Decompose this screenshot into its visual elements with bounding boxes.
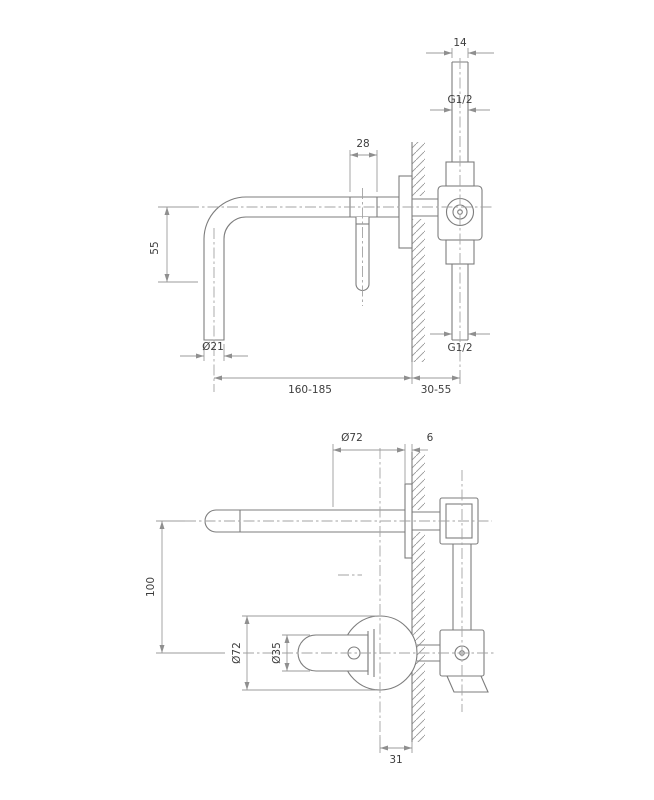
plan-view-dimensions: [156, 444, 428, 753]
plan-view: Ø72 6 100 Ø72 Ø35 31: [145, 432, 496, 766]
dim-label-handle-offset: 31: [389, 754, 402, 766]
dim-label-spout-reach: 160-185: [288, 384, 332, 396]
dim-label-rosette-diameter-side: Ø72: [231, 642, 243, 664]
wall-section: [411, 142, 425, 362]
dim-label-thread-top: G1/2: [447, 94, 472, 106]
plan-view-centerlines: [185, 448, 496, 737]
dim-label-spout-diameter: Ø21: [202, 341, 224, 353]
dim-label-rosette-diameter-top: Ø72: [341, 432, 363, 444]
wall-rosette-side: [398, 175, 413, 249]
dim-label-rosette-thickness: 6: [427, 432, 434, 444]
wall-section-plan: [411, 452, 425, 742]
side-view-dimensions: [158, 48, 494, 384]
dim-label-pipe-width: 14: [453, 37, 467, 49]
dim-label-thread-bottom: G1/2: [447, 342, 472, 354]
spout-tube: [203, 196, 400, 341]
dim-label-housing-width: 28: [356, 138, 369, 150]
dim-label-wall-depth: 30-55: [421, 384, 452, 396]
side-view: 14 G1/2 28 55 Ø21 G1/2 160-185 30-55: [149, 37, 494, 396]
dim-label-handle-diameter: Ø35: [271, 642, 283, 664]
wall-feed-pipe: [412, 198, 438, 217]
dim-label-spout-drop: 55: [149, 241, 161, 254]
dim-label-spacing: 100: [145, 577, 157, 597]
side-view-centerlines: [188, 58, 492, 392]
